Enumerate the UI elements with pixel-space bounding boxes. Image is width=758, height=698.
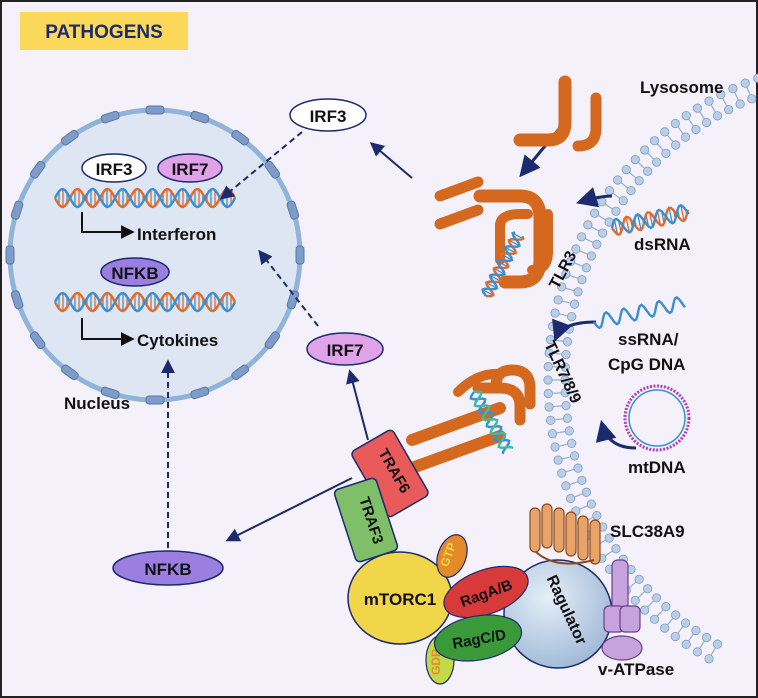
nucleus-dna-bottom bbox=[53, 291, 237, 313]
tlr789-bound-rna bbox=[469, 390, 514, 455]
cytokines-label: Cytokines bbox=[137, 331, 218, 350]
interferon-label: Interferon bbox=[137, 225, 216, 244]
mtorc1: mTORC1 bbox=[347, 551, 453, 645]
ssrna-label: ssRNA/ bbox=[618, 330, 679, 349]
mtdna-molecule bbox=[623, 384, 691, 452]
arrow-irf3-to-nucleus bbox=[219, 131, 303, 200]
gdp-label: GDP bbox=[429, 649, 443, 675]
interferon-arrow bbox=[81, 212, 135, 239]
gtp-cap: GTP bbox=[436, 534, 468, 578]
pathogens-label: PATHOGENS bbox=[45, 22, 163, 43]
rag-ab: RagA/B bbox=[443, 565, 529, 619]
ssrna-molecule bbox=[593, 295, 686, 330]
cytokines-arrow bbox=[81, 318, 135, 346]
v-atpase bbox=[601, 559, 643, 661]
tlr3-receptor bbox=[434, 176, 553, 289]
tlr3-bound-dsrna bbox=[481, 231, 525, 298]
dsrna-label: dsRNA bbox=[634, 235, 691, 254]
irf7-nuclear-label: IRF7 bbox=[172, 160, 209, 179]
cpg-dna-label: CpG DNA bbox=[608, 355, 685, 374]
traf3: TRAF3 bbox=[333, 477, 399, 563]
arrow-traf6-to-irf7 bbox=[346, 369, 369, 441]
nfkb-nuclear: NFKB bbox=[100, 257, 170, 287]
arrow-traf6-to-nfkb bbox=[225, 477, 353, 542]
arrow-dsrna bbox=[575, 187, 613, 208]
rag-cd: RagC/D bbox=[433, 614, 523, 662]
v-atpase-label: v-ATPase bbox=[598, 660, 674, 679]
arrow-irf7-to-nucleus bbox=[258, 249, 319, 327]
pathogens-header: PATHOGENS bbox=[20, 12, 188, 50]
slc38a9-label: SLC38A9 bbox=[610, 522, 685, 541]
irf3-nuclear: IRF3 bbox=[81, 153, 147, 183]
lysosome-entry-receptor bbox=[513, 75, 602, 152]
nfkb-cytoplasmic-label: NFKB bbox=[144, 560, 191, 579]
nfkb-cytoplasmic: NFKB bbox=[112, 550, 224, 586]
mtdna-label: mtDNA bbox=[628, 458, 686, 477]
ragulator: Ragulator bbox=[503, 559, 613, 669]
irf3-nuclear-label: IRF3 bbox=[96, 160, 133, 179]
arrow-ssrna bbox=[552, 318, 597, 342]
arrow-mtdna bbox=[595, 419, 637, 450]
irf7-cytoplasmic-label: IRF7 bbox=[327, 341, 364, 360]
irf7-nuclear: IRF7 bbox=[157, 153, 223, 183]
irf3-cytoplasmic-label: IRF3 bbox=[310, 107, 347, 126]
nucleus-label: Nucleus bbox=[64, 394, 130, 413]
slc38a9 bbox=[529, 503, 601, 565]
irf3-cytoplasmic: IRF3 bbox=[289, 98, 367, 132]
lysosome-label: Lysosome bbox=[640, 78, 723, 97]
dsrna-molecule bbox=[610, 203, 690, 236]
mtorc1-label: mTORC1 bbox=[364, 590, 436, 609]
traf6: TRAF6 bbox=[351, 429, 429, 518]
signaling-arrows bbox=[161, 117, 637, 548]
irf7-cytoplasmic: IRF7 bbox=[306, 332, 384, 366]
arrow-tlr3-to-irf3 bbox=[369, 142, 413, 179]
nfkb-nuclear-label: NFKB bbox=[111, 264, 158, 283]
